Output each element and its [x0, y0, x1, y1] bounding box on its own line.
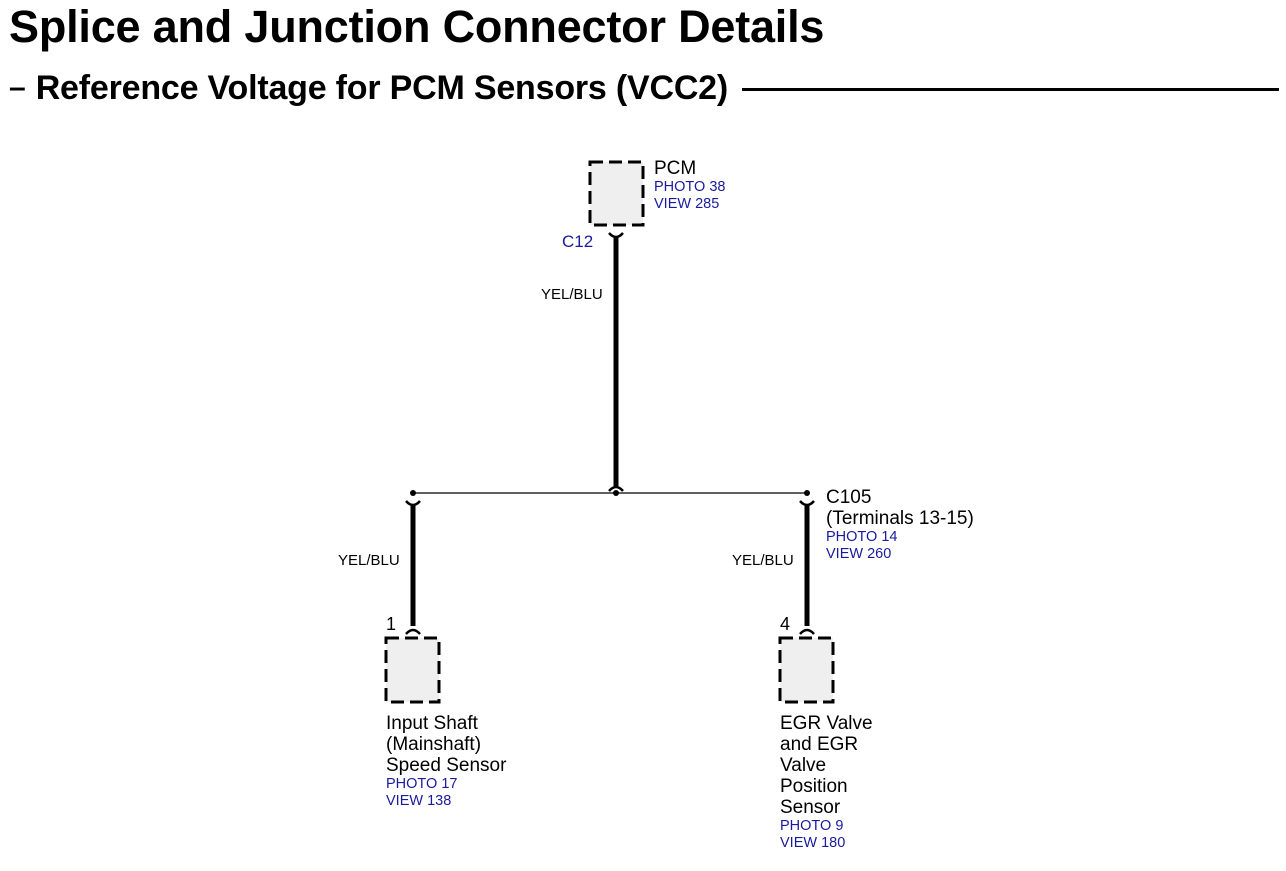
subtitle-rule — [742, 87, 1279, 91]
egr-sensor-name-line: Position — [780, 776, 848, 797]
junction-cup-left — [405, 500, 421, 507]
input-shaft-sensor-name-line: Input Shaft — [386, 713, 478, 734]
subtitle-dash: – — [9, 71, 26, 104]
pcm-name: PCM — [654, 158, 697, 179]
junction-cup-right — [799, 500, 815, 507]
junction-name: C105 — [826, 487, 872, 508]
egr-sensor-name-line: and EGR — [780, 734, 859, 755]
junction-label-group: C105 (Terminals 13-15) PHOTO 14 VIEW 260 — [826, 487, 974, 563]
pcm-connector-label: C12 — [562, 232, 594, 251]
pcm-component-box[interactable] — [588, 160, 645, 227]
egr-sensor-name-line: Sensor — [780, 797, 841, 818]
egr-sensor-name-line: EGR Valve — [780, 713, 873, 734]
input-shaft-sensor-connector-symbol[interactable] — [405, 628, 421, 635]
egr-sensor-connector-symbol[interactable] — [799, 628, 815, 635]
pcm-label-group: PCM PHOTO 38 VIEW 285 — [654, 158, 725, 213]
pcm-view-link[interactable]: VIEW 285 — [654, 196, 720, 212]
left-wire-color: YEL/BLU — [338, 552, 400, 569]
junction-terminal-left — [410, 490, 416, 496]
input-shaft-sensor-label-group: Input Shaft (Mainshaft) Speed Sensor PHO… — [386, 713, 506, 810]
input-shaft-sensor-pin: 1 — [386, 614, 397, 634]
junction-terminals: (Terminals 13-15) — [826, 508, 974, 529]
pcm-connector-c12-symbol[interactable] — [608, 232, 624, 239]
input-shaft-sensor-name-line: (Mainshaft) — [386, 734, 482, 755]
main-wire-color: YEL/BLU — [541, 286, 603, 303]
input-shaft-sensor-view-link[interactable]: VIEW 138 — [386, 793, 452, 809]
junction-view-link[interactable]: VIEW 260 — [826, 546, 892, 562]
egr-sensor-label-group: EGR Valve and EGR Valve Position Sensor … — [780, 713, 873, 852]
splice-connector-symbol — [608, 485, 624, 492]
egr-sensor-name-line: Valve — [780, 755, 827, 776]
egr-sensor-box[interactable] — [778, 636, 835, 704]
junction-terminal-right — [804, 490, 810, 496]
subtitle-row: – Reference Voltage for PCM Sensors (VCC… — [9, 68, 1279, 108]
page-subtitle: Reference Voltage for PCM Sensors (VCC2) — [35, 69, 729, 107]
egr-sensor-view-link[interactable]: VIEW 180 — [780, 835, 846, 851]
egr-sensor-photo-link[interactable]: PHOTO 9 — [780, 818, 844, 834]
pcm-photo-link[interactable]: PHOTO 38 — [654, 179, 726, 195]
page-title: Splice and Junction Connector Details — [9, 1, 825, 52]
input-shaft-sensor-photo-link[interactable]: PHOTO 17 — [386, 776, 458, 792]
input-shaft-sensor-box[interactable] — [384, 636, 441, 704]
junction-photo-link[interactable]: PHOTO 14 — [826, 529, 898, 545]
right-wire-color: YEL/BLU — [732, 552, 794, 569]
egr-sensor-pin: 4 — [780, 614, 791, 634]
input-shaft-sensor-name-line: Speed Sensor — [386, 755, 507, 776]
